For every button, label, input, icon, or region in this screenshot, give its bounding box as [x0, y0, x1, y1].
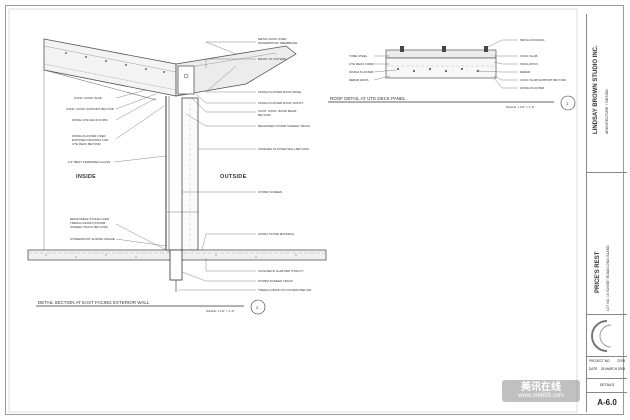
drawing-sheet: INSIDE OUTSIDE CONC. ROOF SLAB CONC. ROO…: [5, 5, 627, 415]
watermark-brand: 美讯在线: [521, 382, 561, 393]
project-name: PRICE'S REST: [595, 251, 601, 293]
detail-section-east-wall: [27, 38, 327, 315]
right-notes: METAL ROOF OVER WATERPROOF MEMBRANE DRAI…: [258, 37, 311, 292]
note-right-5b: BEYOND: [258, 113, 272, 117]
watermark-logo: 美讯在线 www.m6699.com: [502, 380, 580, 402]
note-right-5a: CONT. CONC. BOND BEAM: [258, 109, 297, 113]
note-right-4: FINISH PLASTER ROOF SOFFIT: [258, 101, 304, 105]
roof-note-right-4: REBAR: [520, 70, 531, 74]
roof-note-right-3: INSULATION: [520, 62, 538, 66]
note-right-1a: METAL ROOF OVER: [258, 37, 287, 41]
roof-notes: TUBE STEEL UTE DECK FORM FINISH PLASTER …: [349, 38, 567, 90]
label-inside: INSIDE: [76, 174, 96, 180]
roof-note-left-3: FINISH PLASTER: [349, 70, 374, 74]
note-right-12: TRENCH DRAIN TO CISTERN BELOW: [258, 288, 311, 292]
note-left-3: FINISH UTE DECK FORM: [72, 118, 108, 122]
note-left-4a: FINISH PLASTER OVER: [72, 134, 107, 138]
sheet-number-cell: A-6.0: [587, 392, 627, 412]
project-info-cell: PROJECT NO. 27/08 DATE 25 MARCH 2008: [587, 356, 627, 378]
note-right-7: FINISHED PLASTER WALL BEYOND: [258, 147, 310, 151]
label-outside: OUTSIDE: [220, 174, 247, 180]
firm-logo-icon: [591, 320, 612, 352]
caption-roof: ROOF DETAIL AT UTE DECK PANEL: [330, 96, 406, 101]
date-value: 25 MARCH 2008: [600, 367, 625, 371]
roof-note-right-5: CONC SLAB SUPPORT BEYOND: [520, 78, 567, 82]
detail-number-2: 2: [256, 305, 259, 310]
note-right-1b: WATERPROOF MEMBRANE: [258, 41, 297, 45]
sheet-title: DETAILS: [599, 383, 615, 387]
note-left-2: CONC. ROOF SUPPORT BEYOND: [66, 107, 115, 111]
note-right-11: STORM SCREEN TRACK: [258, 279, 293, 283]
detail-roof-ute-deck: [328, 39, 576, 111]
logo-cell: [587, 314, 627, 356]
detail-number-1: 1: [566, 101, 569, 106]
note-right-10: CONCRETE SLAB PER STRUCT.: [258, 269, 304, 273]
detail-drawings: INSIDE OUTSIDE CONC. ROOF SLAB CONC. ROO…: [8, 8, 578, 413]
note-left-4c: UTE DECK BEYOND: [72, 142, 102, 146]
sheet-number: A-6.0: [597, 398, 617, 407]
project-subtitle: LOT NO. 18 SUNSET ROAD LONG ISLAND: [606, 245, 610, 311]
project-cell: PRICE'S REST LOT NO. 18 SUNSET ROAD LONG…: [587, 172, 627, 314]
watermark-site: www.m6699.com: [518, 393, 564, 399]
project-no-label: PROJECT NO.: [589, 359, 611, 363]
note-left-6a: REMOVABLE STONE OVER: [70, 217, 110, 221]
left-notes: CONC. ROOF SLAB CONC. ROOF SUPPORT BEYON…: [66, 96, 115, 241]
title-block: LINDSAY BROWN STUDIO INC. ARCHITECTURE +…: [586, 14, 627, 412]
note-right-6: RECESSED STORM SCREEN TRACK: [258, 124, 310, 128]
roof-note-left-2: UTE DECK FORM: [349, 62, 374, 66]
scale-main: SCALE: 1 1/2" = 1'-0": [206, 309, 235, 313]
note-left-7: STOREFRONT SLIDING FRAME: [70, 237, 115, 241]
roof-note-left-1: TUBE STEEL: [349, 54, 368, 58]
note-left-4b: EXPOSED FRAMING FOR: [72, 138, 109, 142]
date-label: DATE: [589, 367, 598, 371]
sheet-title-cell: DETAILS: [587, 378, 627, 392]
firm-name: LINDSAY BROWN STUDIO INC.: [593, 45, 599, 134]
roof-note-right-2: CONC SLAB: [520, 54, 537, 58]
note-left-6c: SCREEN TRACK BEYOND): [70, 225, 108, 229]
note-left-5: 1/2" BENT TEMPERED GLASS: [68, 160, 110, 164]
note-right-8: STORM SCREEN: [258, 190, 282, 194]
note-left-1: CONC. ROOF SLAB: [74, 96, 102, 100]
note-left-6b: TRENCH DRAIN (STORM: [70, 221, 106, 225]
project-no: 27/08: [617, 359, 625, 363]
firm-subtitle: ARCHITECTURE + DESIGN: [605, 89, 609, 134]
roof-note-right-6: FINISH PLASTER: [520, 86, 545, 90]
caption-main: DETAIL SECTION AT EAST FACING EXTERIOR W…: [38, 300, 150, 305]
note-right-3: FINISH PLASTER ROOF EDGE: [258, 90, 301, 94]
roof-note-left-4: REBAR ENDS: [349, 78, 369, 82]
note-right-9: FINISH STONE MATERIAL: [258, 232, 295, 236]
roof-note-right-1: METAL ROOFING: [520, 38, 545, 42]
note-right-2: DRAIN TO CISTERN: [258, 57, 286, 61]
scale-roof: SCALE: 1 1/2" = 1'-0": [506, 105, 535, 109]
